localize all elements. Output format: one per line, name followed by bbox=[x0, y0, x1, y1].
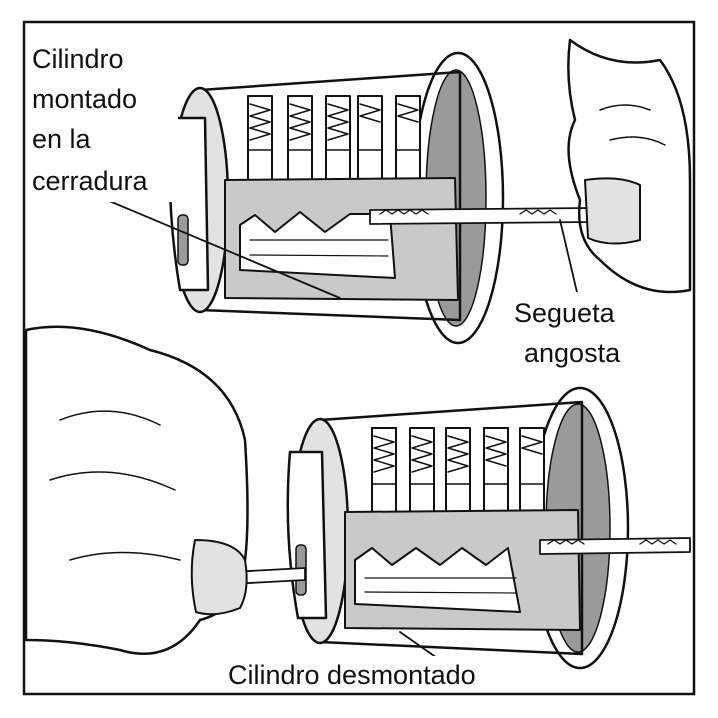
mounted-cylinder-leader bbox=[94, 194, 341, 299]
removed-cylinder-assembly bbox=[24, 325, 691, 670]
label-line: en la bbox=[32, 124, 92, 154]
narrow-saw-icon bbox=[369, 207, 591, 225]
figure-border bbox=[22, 20, 696, 696]
mounted-cylinder-assembly bbox=[94, 38, 692, 345]
label-mounted-cylinder: Cilindro montado en la cerradura bbox=[28, 40, 178, 202]
removed-cylinder-leader bbox=[399, 631, 441, 661]
label-line: Cilindro bbox=[32, 44, 124, 74]
label-line: cerradura bbox=[32, 166, 149, 196]
label-saw: Segueta angosta bbox=[510, 292, 640, 370]
lower-key-blade bbox=[354, 547, 521, 613]
label-line: Cilindro desmontado bbox=[228, 660, 476, 690]
label-line: montado bbox=[32, 84, 137, 114]
label-line: Segueta bbox=[514, 298, 616, 328]
label-removed-cylinder: Cilindro desmontado bbox=[222, 656, 534, 690]
lower-cylinder-cam bbox=[286, 450, 328, 620]
thumb bbox=[190, 539, 248, 616]
label-line: angosta bbox=[524, 338, 621, 368]
saw-leader bbox=[559, 219, 581, 306]
hand-icon bbox=[24, 325, 249, 655]
hand-icon bbox=[567, 38, 692, 294]
upper-key-blade bbox=[239, 211, 396, 279]
